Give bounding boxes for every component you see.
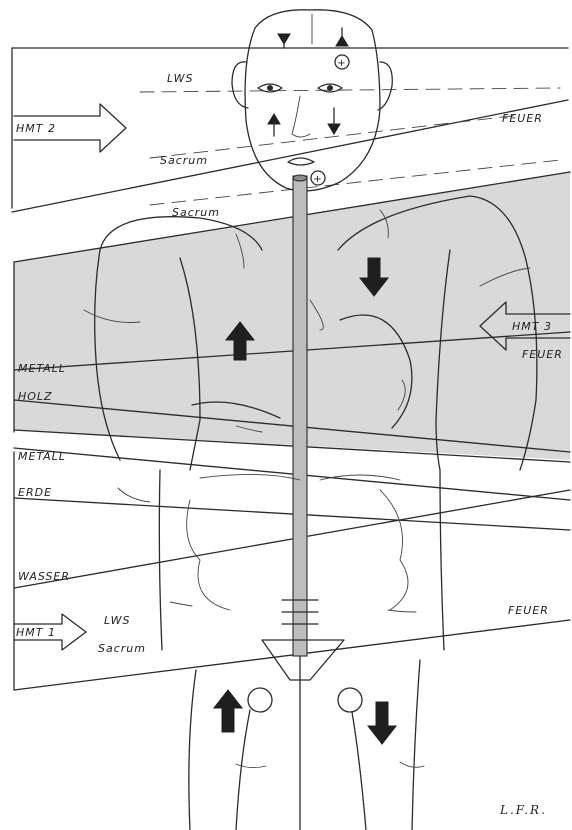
right-hip-joint [338, 688, 362, 712]
left-hip-line [159, 470, 162, 650]
label-metall-1: METALL [18, 362, 66, 375]
label-lws-bottom: LWS [104, 614, 131, 627]
plus-sign-2: + [313, 174, 322, 185]
left-hip-joint [248, 688, 272, 712]
label-erde: ERDE [18, 486, 52, 499]
label-feuer-bottom: FEUER [508, 604, 549, 617]
wasser-line [14, 490, 570, 588]
up-arrow-pelvis [214, 690, 242, 732]
label-lws-top: LWS [167, 72, 194, 85]
head: + + [232, 10, 392, 191]
signature: L.F.R. [499, 803, 547, 817]
right-hip-line [440, 470, 444, 650]
down-arrow-pelvis [368, 702, 396, 744]
label-hmt2: HMT 2 [16, 122, 56, 135]
nose [292, 96, 310, 137]
label-sacrum-3: Sacrum [98, 642, 146, 655]
label-hmt3: HMT 3 [512, 320, 552, 333]
head-outline [245, 10, 380, 191]
label-wasser: WASSER [18, 570, 70, 583]
plus-sign-1: + [337, 58, 346, 69]
colon-left [187, 500, 230, 610]
erde-line [14, 498, 570, 530]
label-sacrum-1: Sacrum [160, 154, 208, 167]
metall-line-2 [14, 448, 570, 500]
left-leg-outer [189, 670, 196, 830]
label-sacrum-2: Sacrum [172, 206, 220, 219]
label-feuer-mid: FEUER [522, 348, 563, 361]
right-leg-inner [352, 712, 366, 830]
label-hmt1: HMT 1 [16, 626, 56, 639]
central-tube [293, 175, 307, 830]
mouth [288, 158, 314, 165]
label-feuer-top: FEUER [502, 112, 543, 125]
label-metall-2: METALL [18, 450, 66, 463]
abdomen [118, 470, 444, 830]
label-holz: HOLZ [18, 390, 53, 403]
colon-right [380, 490, 408, 610]
right-pupil [327, 85, 333, 91]
left-pupil [267, 85, 273, 91]
left-leg-inner [236, 710, 250, 830]
right-leg-outer [412, 660, 420, 830]
